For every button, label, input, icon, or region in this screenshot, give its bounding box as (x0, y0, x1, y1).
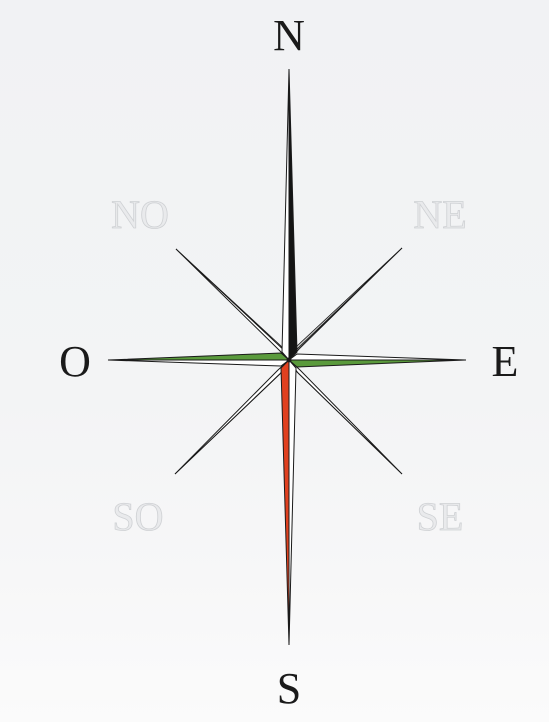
label-west: O (59, 337, 91, 386)
label-east: E (492, 337, 519, 386)
label-southwest: SO (112, 494, 163, 539)
label-south: S (277, 664, 301, 713)
label-southeast: SE (417, 494, 464, 539)
compass-center (287, 358, 292, 363)
arm-north (289, 69, 297, 360)
arm-west (108, 353, 289, 360)
arm-northwest (176, 249, 289, 360)
arm-southwest (175, 360, 289, 474)
arm-east (289, 360, 466, 367)
label-northeast: NE (413, 192, 466, 237)
label-northwest: NO (111, 192, 169, 237)
arm-south (281, 360, 289, 645)
arm-southeast (289, 360, 402, 474)
cardinal-arms (108, 69, 466, 645)
label-north: N (273, 11, 305, 60)
